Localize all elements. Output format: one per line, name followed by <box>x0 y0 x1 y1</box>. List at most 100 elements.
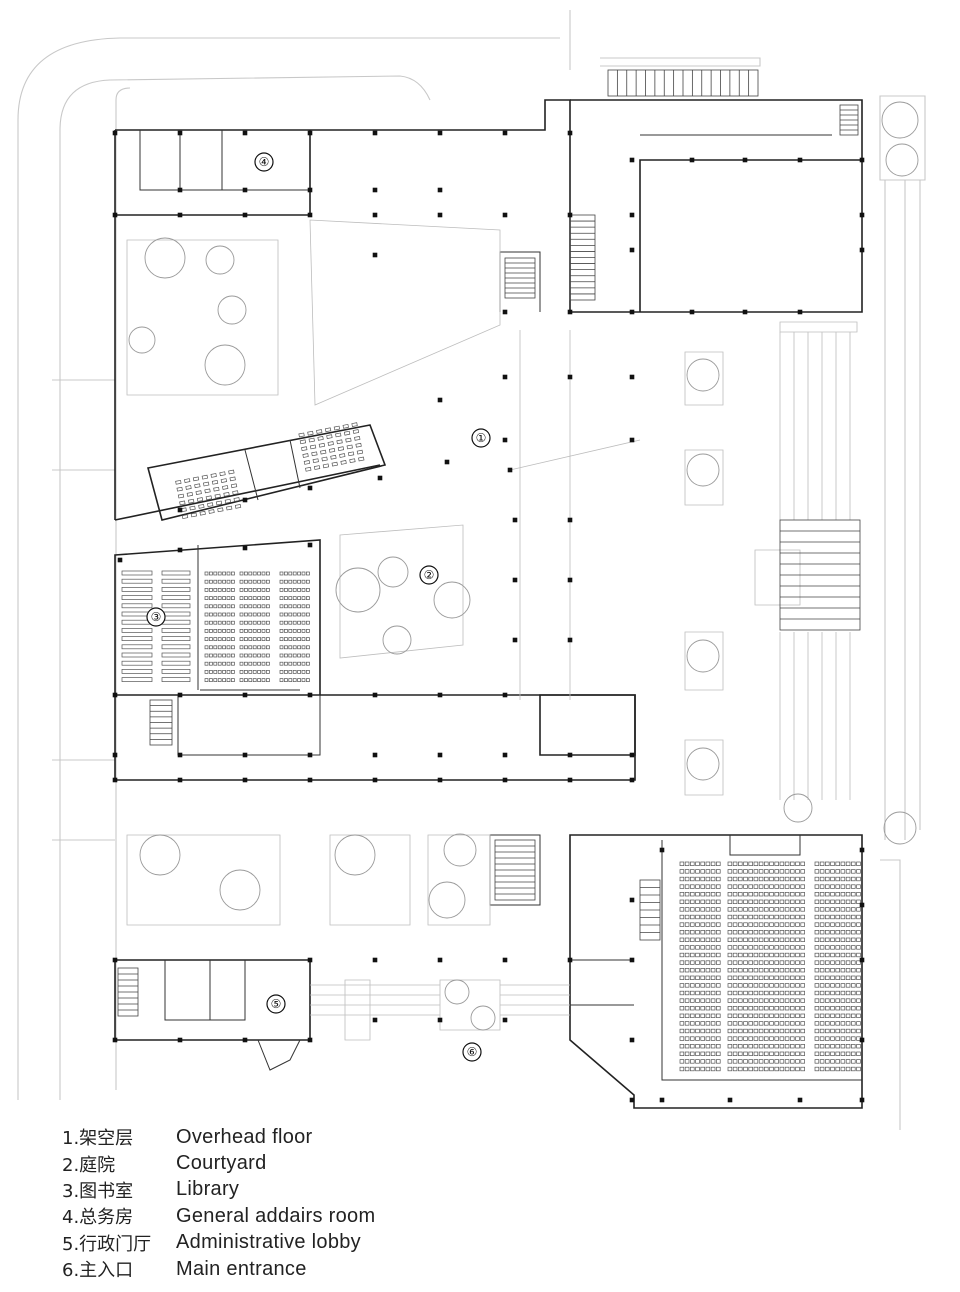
column-marker <box>567 577 573 583</box>
auditorium-seat <box>769 1059 774 1064</box>
library-seat <box>217 612 222 617</box>
auditorium-seat <box>684 1059 690 1064</box>
classroom-seat <box>355 442 362 448</box>
auditorium-seat <box>710 907 716 912</box>
auditorium-seat <box>743 990 748 996</box>
auditorium-seat <box>743 876 748 882</box>
auditorium-seat <box>743 968 748 973</box>
library-seat <box>252 678 257 682</box>
auditorium-seat <box>795 930 800 935</box>
legend-key: 5.行政门厅 <box>62 1233 152 1255</box>
library-seat <box>279 678 284 682</box>
library-seat <box>261 588 266 592</box>
column-marker <box>859 902 865 908</box>
auditorium-seat <box>845 937 851 942</box>
auditorium-seat <box>727 876 733 882</box>
auditorium-seat <box>845 899 851 904</box>
auditorium-seat <box>684 990 690 996</box>
room-marker-3: ③ <box>146 607 166 627</box>
library-seat <box>222 604 226 609</box>
auditorium-seat <box>710 876 716 882</box>
auditorium-seat <box>732 1066 738 1072</box>
auditorium-seat <box>764 1044 769 1049</box>
column-marker <box>372 957 378 963</box>
auditorium-seat <box>695 1021 700 1026</box>
auditorium-seat <box>695 922 700 927</box>
courtyard-planting <box>126 219 858 1041</box>
auditorium-seat <box>845 876 851 882</box>
auditorium-seat <box>769 930 774 935</box>
library-seat <box>231 579 235 584</box>
library-seat <box>244 612 248 617</box>
library-seat <box>266 637 270 641</box>
auditorium-seat <box>845 930 851 935</box>
library-seat <box>288 612 293 617</box>
auditorium-seat <box>784 945 790 950</box>
auditorium-seat <box>790 983 795 988</box>
library-seat <box>288 579 293 584</box>
library-table <box>161 587 191 592</box>
library-seat <box>244 653 248 658</box>
auditorium-seat <box>819 1036 825 1041</box>
auditorium-seat <box>790 1036 795 1041</box>
auditorium-seat <box>764 930 769 935</box>
classroom-seating <box>175 422 365 520</box>
library-seat <box>231 661 235 666</box>
classroom-seat <box>321 456 328 462</box>
auditorium-seat <box>830 990 835 996</box>
auditorium-seat <box>819 983 825 988</box>
library-seat <box>301 579 306 584</box>
auditorium-seat <box>814 990 820 996</box>
library-seat <box>301 678 306 682</box>
library-seat <box>306 612 310 617</box>
auditorium-seat <box>830 975 835 980</box>
auditorium-seat <box>800 945 805 950</box>
auditorium-seat <box>684 968 690 973</box>
svg-text:④: ④ <box>259 155 270 169</box>
auditorium-seat <box>774 1066 779 1072</box>
library-seat <box>213 629 218 633</box>
auditorium-seat <box>835 884 840 889</box>
auditorium-seat <box>814 899 820 904</box>
library-seat <box>297 612 301 617</box>
auditorium-seat <box>790 861 795 866</box>
column-marker <box>567 777 573 783</box>
auditorium-seat <box>738 1066 743 1072</box>
auditorium-seat <box>758 1059 764 1064</box>
library-seat <box>248 637 253 641</box>
auditorium-seat <box>764 998 769 1003</box>
auditorium-seat <box>716 930 721 935</box>
auditorium-seat <box>700 869 705 874</box>
library-seat <box>288 620 293 625</box>
library-seat <box>204 596 209 600</box>
stairs <box>117 69 861 1017</box>
auditorium-seat <box>758 861 764 866</box>
auditorium-seat <box>814 869 820 874</box>
auditorium-seat <box>845 960 851 965</box>
auditorium-seat <box>814 1066 820 1072</box>
auditorium-seat <box>819 1028 825 1034</box>
library-seat <box>248 579 253 584</box>
auditorium-seat <box>819 952 825 958</box>
auditorium-seat <box>743 1044 748 1049</box>
classroom-seat <box>229 476 236 482</box>
auditorium-seat <box>690 1044 695 1049</box>
auditorium-seat <box>748 975 753 980</box>
library-seat <box>239 629 244 633</box>
auditorium-seat <box>819 1051 825 1056</box>
floor-plan: ① ② ③ ④ ⑤ ⑥ <box>17 10 926 1130</box>
auditorium-seat <box>679 861 685 866</box>
auditorium-seat <box>743 1059 748 1064</box>
auditorium-seat <box>690 1006 695 1011</box>
auditorium-seat <box>851 892 856 897</box>
classroom-seat <box>312 458 319 464</box>
column-marker <box>512 637 518 643</box>
auditorium-seat <box>845 1013 851 1018</box>
auditorium-seat <box>732 937 738 942</box>
auditorium-seat <box>716 861 721 866</box>
library-seat <box>239 571 244 576</box>
library-seat <box>306 629 310 633</box>
svg-text:⑥: ⑥ <box>467 1045 478 1059</box>
auditorium-seat <box>690 884 695 889</box>
auditorium-seat <box>790 998 795 1003</box>
